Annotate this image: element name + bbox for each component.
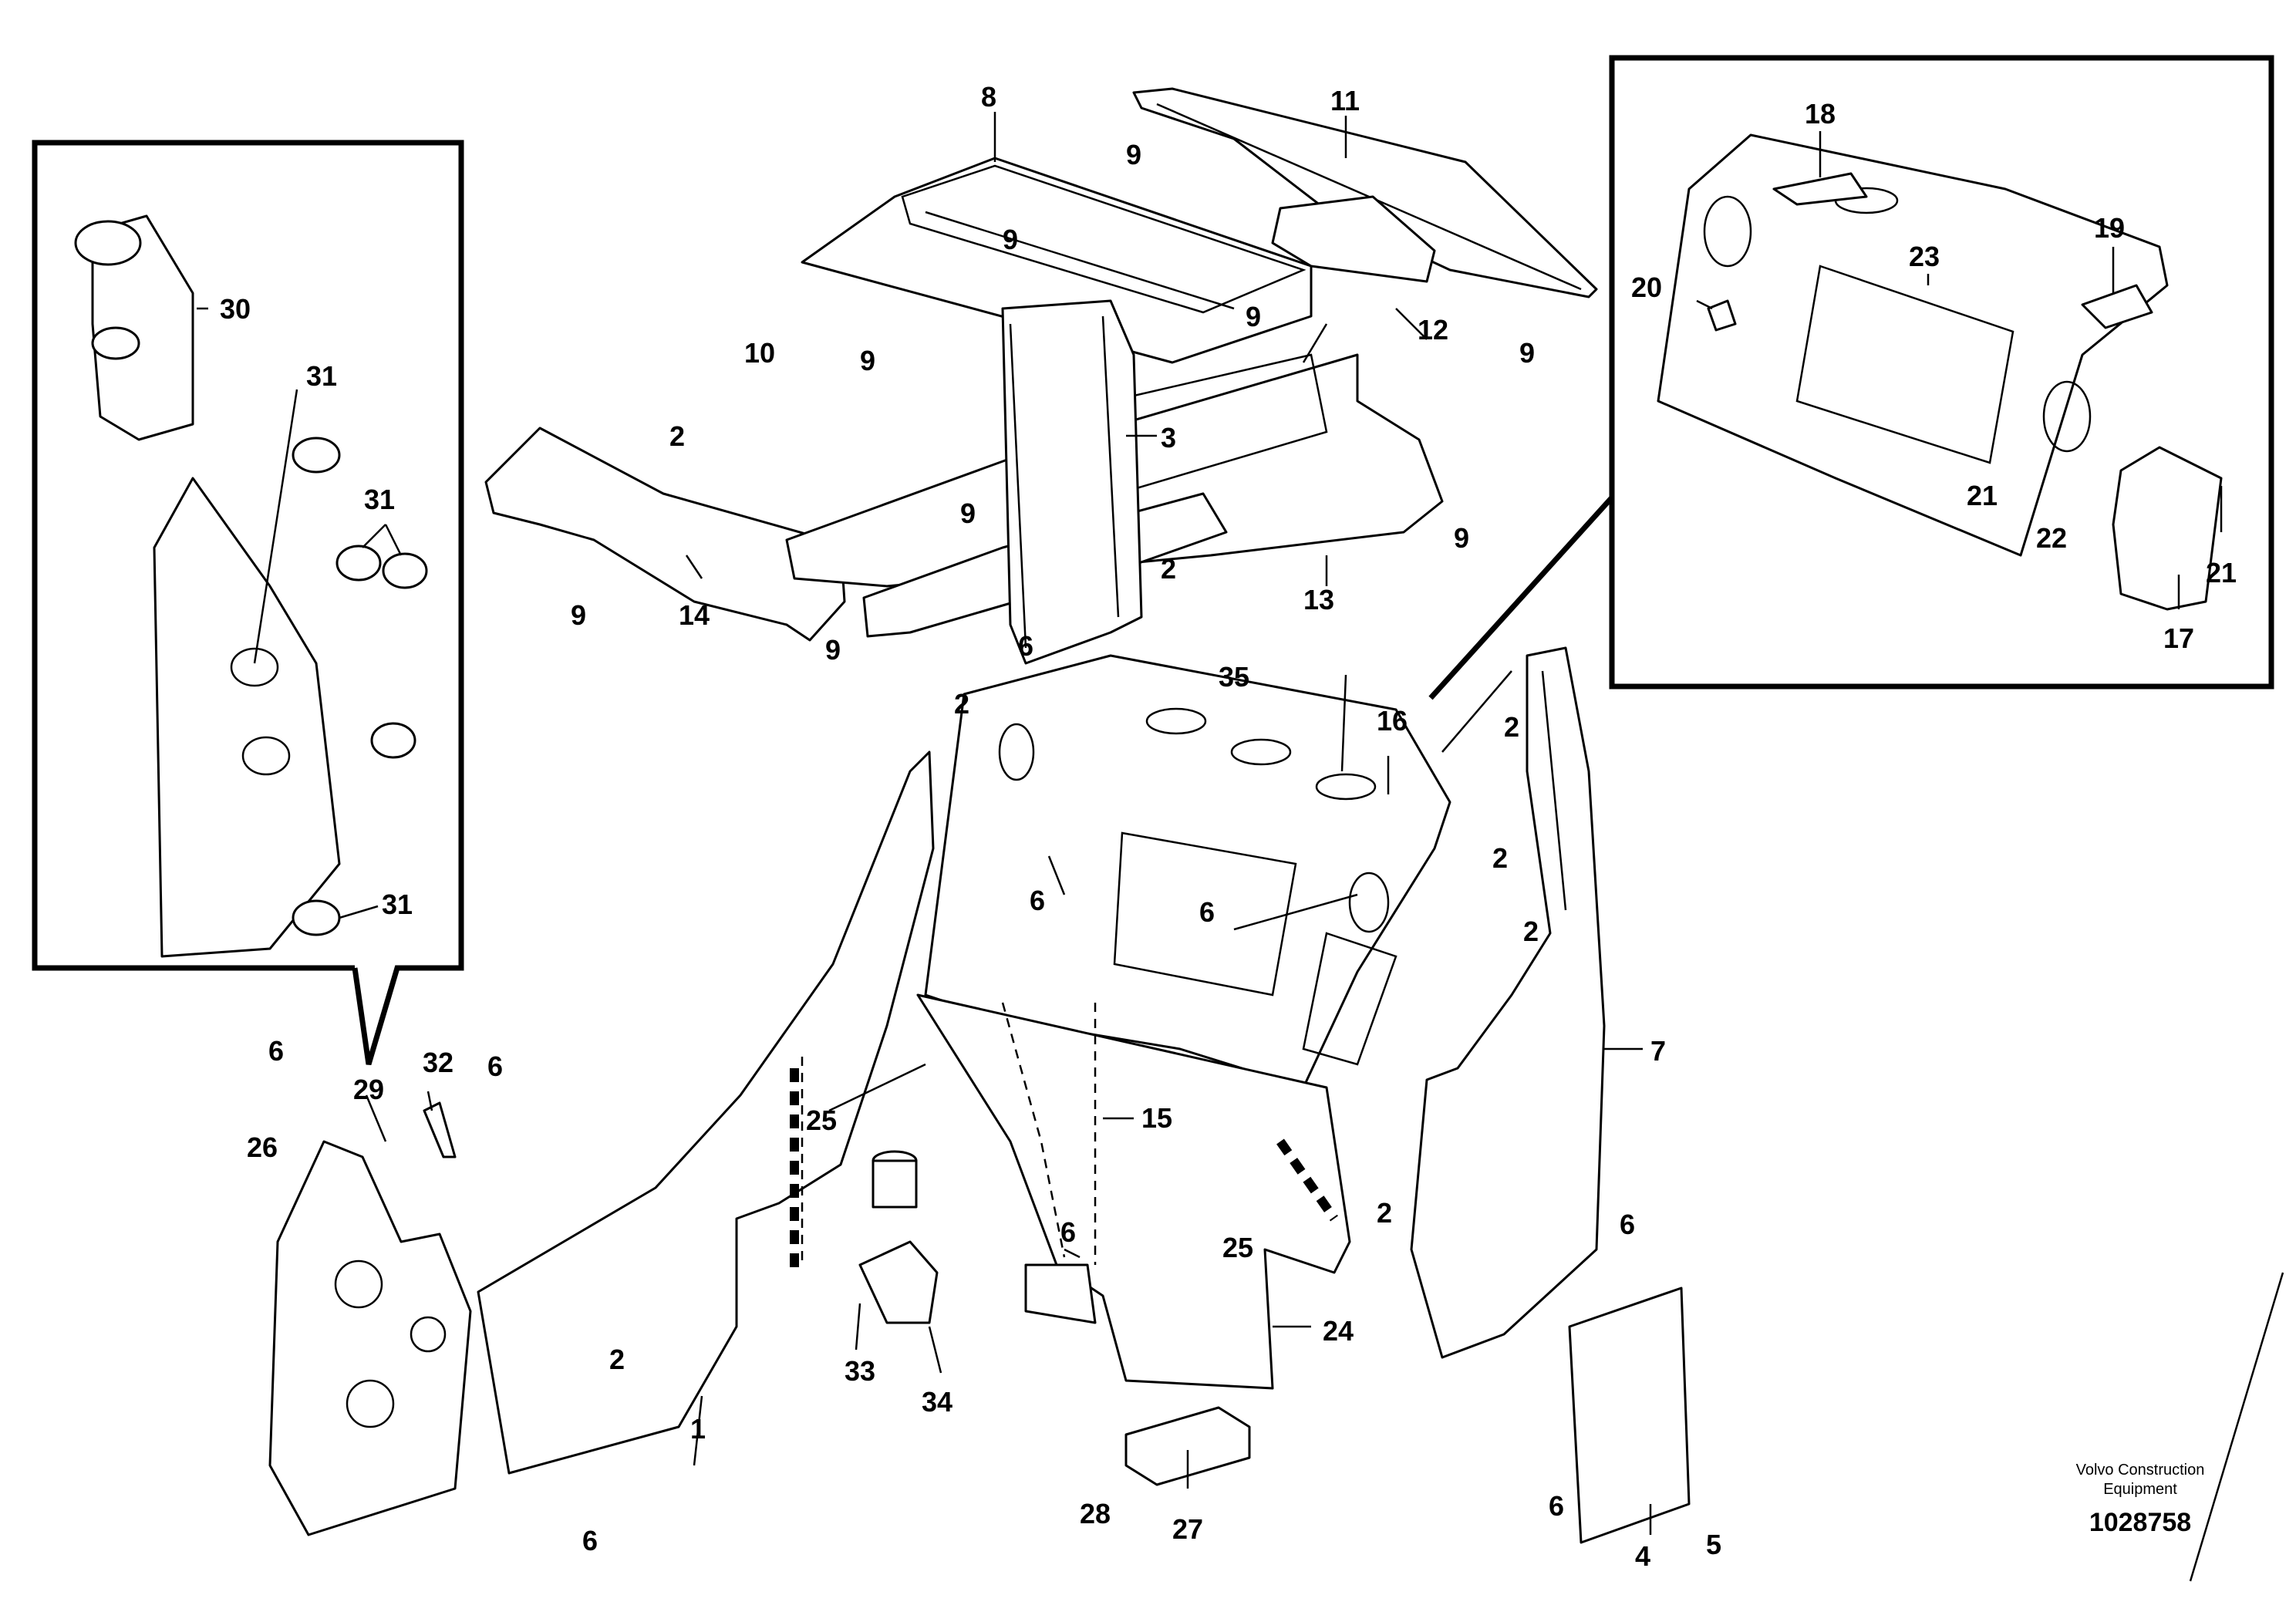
bracket-27 xyxy=(1124,1406,1251,1486)
brand-block: Volvo Construction Equipment 1028758 xyxy=(2076,1462,2205,1537)
pad-19 xyxy=(2081,284,2153,329)
callout-6-i: 6 xyxy=(1549,1490,1564,1522)
callout-23: 23 xyxy=(1909,241,1940,272)
callout-6-h: 6 xyxy=(1620,1209,1635,1240)
callout-19: 19 xyxy=(2094,212,2125,244)
callout-29: 29 xyxy=(353,1074,384,1105)
callout-labels: 1 2 2 2 2 2 2 2 2 3 4 5 6 6 6 6 6 6 6 6 … xyxy=(220,81,2237,1572)
callout-1: 1 xyxy=(690,1413,706,1445)
duct-body-31 xyxy=(153,437,428,958)
hatch-strips xyxy=(790,1068,1338,1273)
callout-6-f: 6 xyxy=(487,1050,503,1082)
callout-6-a: 6 xyxy=(1018,630,1033,662)
pad-20 xyxy=(1707,299,1737,332)
callout-6-c: 6 xyxy=(1199,896,1215,928)
brand-line-2: Equipment xyxy=(2103,1481,2177,1498)
callout-35: 35 xyxy=(1219,661,1249,693)
callout-2-c: 2 xyxy=(954,688,969,720)
callout-22: 22 xyxy=(2036,522,2067,554)
detail-frame-right xyxy=(1428,55,2274,700)
rear-panel-detail xyxy=(1657,133,2169,557)
side-panel-7 xyxy=(1410,646,1606,1359)
side-panel-1 xyxy=(477,750,935,1475)
callout-5: 5 xyxy=(1706,1529,1721,1560)
callout-33: 33 xyxy=(845,1355,875,1387)
callout-30: 30 xyxy=(220,293,251,325)
callout-10: 10 xyxy=(744,337,775,369)
brand-line-1: Volvo Construction xyxy=(2076,1462,2205,1479)
leader-lines xyxy=(197,112,2284,1582)
panel-15-24 xyxy=(916,993,1351,1390)
callout-7: 7 xyxy=(1650,1035,1666,1067)
callout-25-b: 25 xyxy=(1222,1232,1253,1263)
callout-31-c: 31 xyxy=(382,889,413,920)
callout-16: 16 xyxy=(1377,705,1408,737)
callout-2-b: 2 xyxy=(1161,553,1176,585)
callout-9-e: 9 xyxy=(1519,337,1535,369)
callout-2-a: 2 xyxy=(669,420,685,452)
callout-21-a: 21 xyxy=(1967,480,1998,511)
callout-6-b: 6 xyxy=(1030,885,1045,916)
callout-31-b: 31 xyxy=(364,484,395,515)
callout-25-a: 25 xyxy=(806,1104,837,1136)
callout-2-d: 2 xyxy=(1504,711,1519,743)
callout-28: 28 xyxy=(1080,1498,1111,1529)
callout-6-d: 6 xyxy=(1060,1216,1076,1248)
callout-8: 8 xyxy=(981,81,996,113)
trim-32 xyxy=(423,1101,457,1158)
callout-9-a: 9 xyxy=(1126,139,1141,170)
duct-30 xyxy=(74,214,194,441)
callout-27: 27 xyxy=(1172,1513,1203,1545)
callout-12: 12 xyxy=(1418,314,1448,346)
callout-9-i: 9 xyxy=(825,634,841,666)
callout-14: 14 xyxy=(679,599,710,631)
roof-side-trim-14 xyxy=(484,427,846,642)
callout-11: 11 xyxy=(1330,85,1360,116)
callout-9-c: 9 xyxy=(860,345,875,376)
callout-21-b: 21 xyxy=(2206,557,2237,588)
callout-9-d: 9 xyxy=(1246,301,1261,332)
callout-9-g: 9 xyxy=(1454,522,1469,554)
callout-24: 24 xyxy=(1323,1315,1354,1347)
callout-18: 18 xyxy=(1805,98,1836,130)
callout-2-e: 2 xyxy=(1492,842,1508,874)
detail-frame-left xyxy=(32,140,464,1065)
callout-9-b: 9 xyxy=(1003,224,1018,255)
pad-18 xyxy=(1772,172,1868,206)
panel-4 xyxy=(1568,1286,1691,1544)
bracket-12 xyxy=(1271,195,1436,283)
callout-2-h: 2 xyxy=(609,1344,625,1375)
callout-6-e: 6 xyxy=(268,1035,284,1067)
callout-32: 32 xyxy=(423,1047,453,1078)
rear-bracket-3 xyxy=(1001,299,1143,665)
callout-2-g: 2 xyxy=(1377,1197,1392,1229)
callout-9-f: 9 xyxy=(960,497,976,529)
document-number: 1028758 xyxy=(2089,1508,2191,1537)
callout-9-h: 9 xyxy=(571,599,586,631)
callout-15: 15 xyxy=(1141,1102,1172,1134)
callout-31-a: 31 xyxy=(306,360,337,392)
callout-20: 20 xyxy=(1631,271,1662,303)
callout-13: 13 xyxy=(1303,584,1334,615)
side-panel-29 xyxy=(268,1140,472,1536)
callout-2-f: 2 xyxy=(1523,916,1539,947)
callout-4: 4 xyxy=(1635,1540,1650,1572)
callout-17: 17 xyxy=(2163,622,2194,654)
cover-17 xyxy=(2112,446,2223,611)
callout-26: 26 xyxy=(247,1131,278,1163)
callout-6-g: 6 xyxy=(582,1525,598,1556)
callout-34: 34 xyxy=(922,1386,952,1418)
callout-3: 3 xyxy=(1161,422,1176,454)
duct-33 xyxy=(858,1150,939,1324)
